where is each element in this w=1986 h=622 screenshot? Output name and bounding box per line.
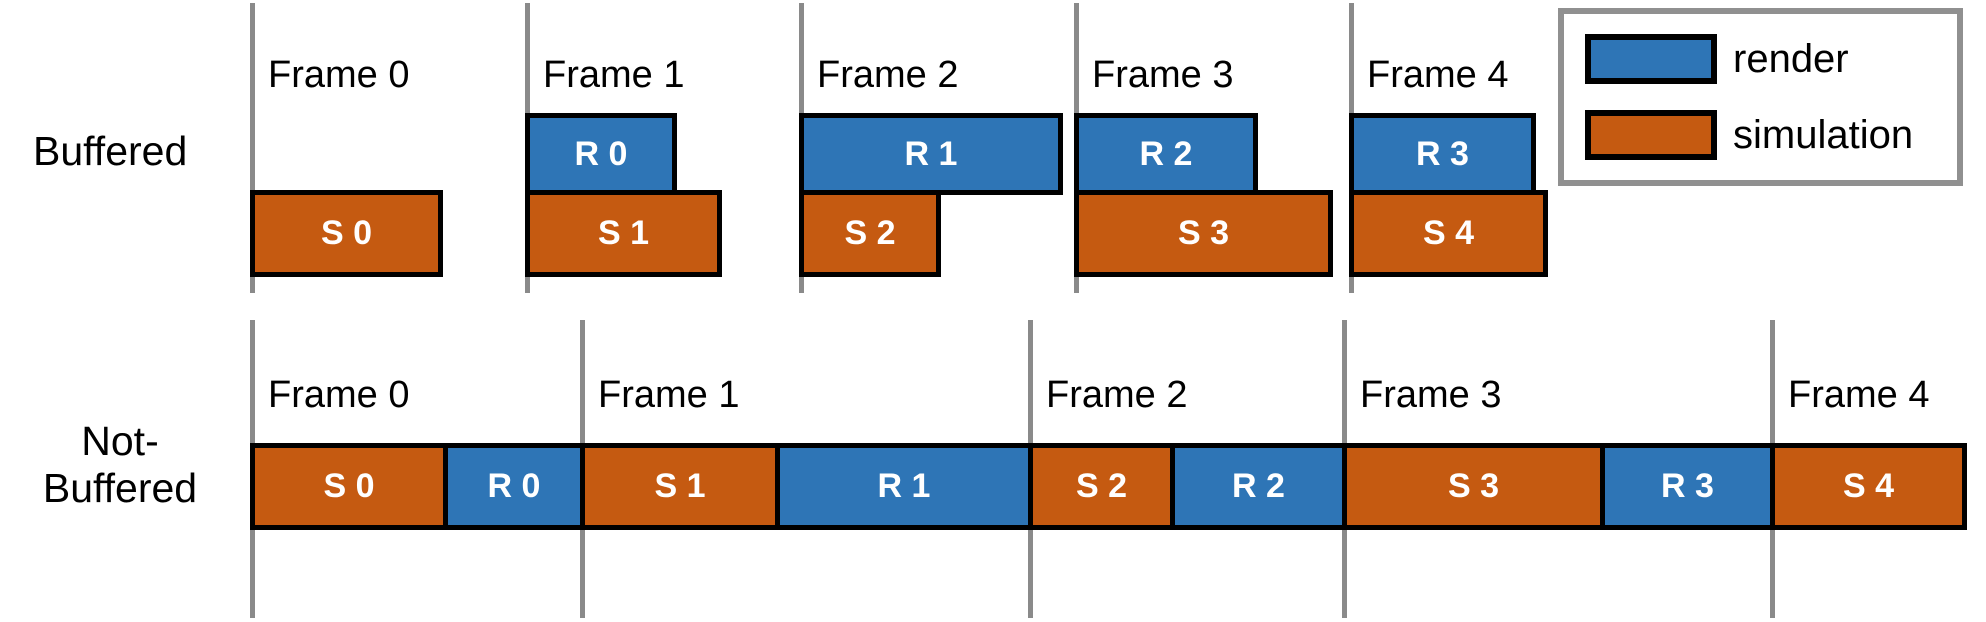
- buffered-render-block-r1: R 1: [799, 113, 1063, 195]
- buffered-frame1-label: Frame 1: [543, 54, 685, 96]
- buffered-sim-block-s3: S 3: [1074, 190, 1333, 277]
- buffered-render-block-r3: R 3: [1349, 113, 1536, 195]
- buffered-frame2-label: Frame 2: [817, 54, 959, 96]
- buffered-frame0-divider: [250, 3, 255, 293]
- not-buffered-seg-s4: S 4: [1770, 448, 1962, 525]
- not-buffered-seg-s2: S 2: [1028, 448, 1170, 525]
- not-buffered-seg-r0: R 0: [443, 448, 580, 525]
- buffered-sim-block-s2: S 2: [799, 190, 941, 277]
- legend-row-render: render: [1585, 34, 1957, 84]
- legend-render-label: render: [1733, 36, 1849, 81]
- buffered-sim-block-s4: S 4: [1349, 190, 1548, 277]
- not-buffered-timeline-bar: S 0 R 0 S 1 R 1 S 2 R 2 S 3 R 3 S 4: [250, 443, 1967, 530]
- buffered-frame0-label: Frame 0: [268, 54, 410, 96]
- not-buffered-row-label-line2: Buffered: [42, 465, 198, 511]
- buffered-sim-block-s1: S 1: [525, 190, 722, 277]
- not-buffered-row-label: Not- Buffered: [20, 418, 220, 512]
- not-buffered-frame3-label: Frame 3: [1360, 374, 1502, 416]
- buffered-row-label: Buffered: [33, 128, 188, 174]
- not-buffered-frame4-label: Frame 4: [1788, 374, 1930, 416]
- not-buffered-seg-r1: R 1: [775, 448, 1028, 525]
- not-buffered-seg-r2: R 2: [1170, 448, 1342, 525]
- not-buffered-frame0-label: Frame 0: [268, 374, 410, 416]
- legend-simulation-label: simulation: [1733, 112, 1914, 157]
- not-buffered-seg-s3: S 3: [1342, 448, 1600, 525]
- buffered-frame3-label: Frame 3: [1092, 54, 1234, 96]
- render-swatch-icon: [1585, 34, 1717, 84]
- buffered-render-block-r2: R 2: [1074, 113, 1258, 195]
- buffered-frame4-label: Frame 4: [1367, 54, 1509, 96]
- simulation-swatch-icon: [1585, 110, 1717, 160]
- not-buffered-frame2-label: Frame 2: [1046, 374, 1188, 416]
- buffered-render-block-r0: R 0: [525, 113, 677, 195]
- not-buffered-seg-r3: R 3: [1600, 448, 1770, 525]
- buffered-sim-block-s0: S 0: [250, 190, 443, 277]
- not-buffered-row-label-line1: Not-: [81, 418, 159, 464]
- not-buffered-seg-s1: S 1: [580, 448, 775, 525]
- legend-row-simulation: simulation: [1585, 110, 1957, 160]
- not-buffered-seg-s0: S 0: [255, 448, 443, 525]
- not-buffered-frame1-label: Frame 1: [598, 374, 740, 416]
- legend: render simulation: [1558, 8, 1963, 186]
